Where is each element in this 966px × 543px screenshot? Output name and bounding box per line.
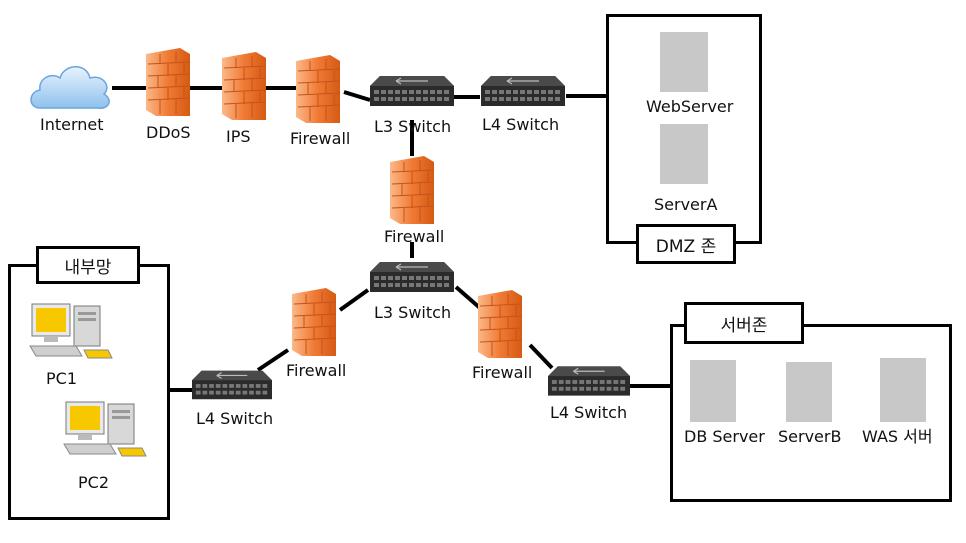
switch-icon <box>370 262 454 292</box>
link-firewall-right-l4 <box>528 343 554 370</box>
pc-icon <box>60 400 150 460</box>
internal-zone-label: 내부망 <box>36 246 140 284</box>
firewall-right-label: Firewall <box>472 363 533 382</box>
switch-icon <box>370 76 454 106</box>
link-firewall-l3 <box>343 90 371 102</box>
cloud-icon <box>30 66 110 109</box>
server-zone-label: 서버존 <box>684 302 804 344</box>
firewall-icon <box>292 288 336 356</box>
firewall-left-label: Firewall <box>286 361 347 380</box>
webserver-label: WebServer <box>646 97 734 116</box>
firewall-icon <box>146 48 190 116</box>
ips-label: IPS <box>226 127 251 146</box>
l4-switch-right-label: L4 Switch <box>550 403 628 422</box>
l3-switch-mid-label: L3 Switch <box>374 303 452 322</box>
webserver-box <box>660 32 708 92</box>
firewall-icon <box>390 156 434 224</box>
internet-label: Internet <box>40 115 104 134</box>
link-l3mid-firewall-left <box>338 288 370 312</box>
db-server-box <box>690 360 736 422</box>
switch-icon <box>548 366 630 396</box>
firewall-icon <box>478 290 522 358</box>
was-server-label: WAS 서버 <box>862 427 933 446</box>
firewall-top-label: Firewall <box>290 129 351 148</box>
firewall-icon <box>296 55 340 123</box>
firewall-mid-label: Firewall <box>384 227 445 246</box>
serverb-box <box>786 362 832 422</box>
l4-switch-left-label: L4 Switch <box>196 409 274 428</box>
l3-switch-top-label: L3 Switch <box>374 117 452 136</box>
switch-icon <box>480 76 566 106</box>
pc1-label: PC1 <box>46 369 77 388</box>
servera-box <box>660 124 708 184</box>
serverb-label: ServerB <box>778 427 842 446</box>
was-server-box <box>880 358 926 422</box>
servera-label: ServerA <box>654 195 718 214</box>
dmz-zone-label: DMZ 존 <box>636 224 736 264</box>
pc-icon <box>26 302 116 362</box>
link-firewall-left-l4 <box>256 348 290 372</box>
ddos-label: DDoS <box>146 123 191 142</box>
db-server-label: DB Server <box>684 427 765 446</box>
link-l3mid-firewall-right <box>454 285 482 310</box>
l4-switch-top-label: L4 Switch <box>482 115 560 134</box>
pc2-label: PC2 <box>78 473 109 492</box>
switch-icon <box>192 370 272 400</box>
firewall-icon <box>222 52 266 120</box>
